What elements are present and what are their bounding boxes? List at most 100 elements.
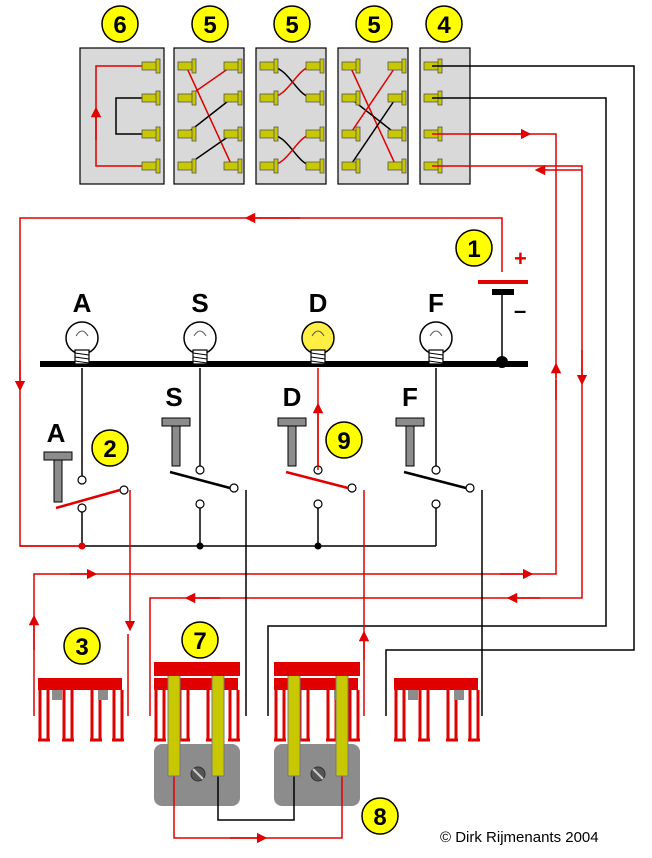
key-cap [43,451,73,461]
callout-circle [325,421,363,459]
rotor-contact-head [319,126,325,142]
callout-number: 4 [437,12,451,39]
lamp-thread [310,360,326,364]
lamp-filament [311,330,325,337]
key-cap [161,417,191,427]
socket-top-bar [154,678,238,690]
socket-prong [38,690,50,740]
callout-circle [181,621,219,659]
key-stem [171,425,181,467]
key-label-a: A [47,418,66,448]
entry-wire-2 [267,97,607,716]
key-s: S [161,368,239,546]
socket-prong [154,690,166,740]
rotor-contact-head [401,158,407,174]
lamp-s: S [183,288,217,365]
lamp-thread [192,356,208,360]
lamp-filament [75,330,89,337]
socket-prong [62,690,74,740]
lamp-bulb-icon [183,321,217,355]
callout-n8: 8 [361,797,399,835]
key-stem [287,425,297,467]
rotor-contact-head [155,90,161,106]
plugboard [38,678,480,742]
callout-n5b: 5 [273,5,311,43]
key-lever [55,488,121,510]
credit-text: © Dirk Rijmenants 2004 [440,829,599,846]
lamp-filament [429,330,443,337]
socket-prong [394,690,406,740]
rotor-contact-head [155,158,161,174]
rotor-contact-head [319,90,325,106]
socket-top-bar [38,678,122,690]
key-lever [169,470,231,490]
socket-d-top-cap [274,662,360,676]
callout-n9: 9 [325,421,363,459]
callout-number: 9 [337,428,350,455]
key-contact-lower [313,499,323,509]
lamp-thread [428,360,444,364]
lamp-label-d: D [309,288,328,318]
callout-n2: 2 [91,429,129,467]
rotor-contact-head [273,90,279,106]
rotor-contact-head [237,90,243,106]
key-junction [196,542,204,550]
socket-prong [298,690,310,740]
rotor-contact-head [401,58,407,74]
rotor-contact-head [273,126,279,142]
plug-pin [211,665,225,777]
rotor-contact-head [355,58,361,74]
socket-prong [112,690,124,740]
key-contact-lower [195,499,205,509]
socket-hole [454,690,464,700]
callout-circle [101,5,139,43]
rotor-contact-head [401,90,407,106]
plug-socket-s [154,678,240,742]
socket-s-top-cap [154,662,240,676]
lamp-thread [428,356,444,360]
plug-pin [167,665,181,777]
key-contact-lower [77,503,87,513]
callout-circle [355,5,393,43]
callout-number: 5 [203,12,216,39]
lamp-bulb-icon [65,321,99,355]
rotor-contact-head [273,158,279,174]
key-contact-pivot [347,483,357,493]
lamp-thread [428,352,444,356]
socket-hole [408,690,418,700]
lamp-filament [193,330,207,337]
key-contact-lower [431,499,441,509]
callout-n1: 1 [455,229,493,267]
socket-prong [468,690,480,740]
entry-wheel-body [419,47,471,185]
socket-prong [228,690,240,740]
lamp-thread [192,352,208,356]
socket-prong [418,690,430,740]
lamp-label-s: S [191,288,208,318]
callout-n3: 3 [63,627,101,665]
key-junction [314,542,322,550]
lamp-d: D [301,288,335,365]
lamp-thread [310,356,326,360]
rotor-contact-head [237,158,243,174]
callout-circle [455,229,493,267]
key-lever [285,470,349,490]
key-contact-upper [77,475,87,485]
key-contact-upper [431,465,441,475]
socket-prong [178,690,190,740]
plug-socket-f [394,678,480,742]
callout-n4: 4 [425,5,463,43]
socket-hole [52,690,62,700]
plug-pins [154,662,360,777]
callout-number: 7 [193,628,206,655]
key-contact-upper [195,465,205,475]
rotor-contact-head [355,126,361,142]
callout-n7: 7 [181,621,219,659]
lamp-thread [74,360,90,364]
rotor-right-wire [349,65,397,135]
socket-top-bar [394,678,478,690]
callout-number: 8 [373,804,386,831]
battery: + – [478,246,528,360]
